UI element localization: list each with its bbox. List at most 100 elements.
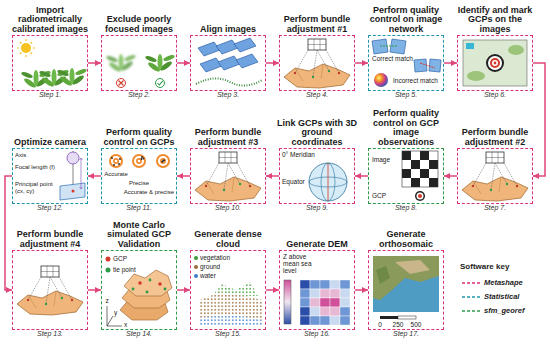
- step-title: Generate DEM: [275, 240, 359, 249]
- gcp-image-grid: [402, 151, 438, 187]
- gcp-target-photo: [463, 40, 527, 86]
- annotation-label: ground: [200, 263, 220, 270]
- legend-entry: Statistical: [484, 293, 519, 301]
- flow-arrow: [177, 289, 190, 291]
- dem-cell: [310, 307, 320, 316]
- monte-carlo-terrain: [124, 270, 172, 296]
- step-box: Perform bundle adjustment #2Step 7.: [457, 148, 533, 204]
- focus-filter: [145, 54, 176, 73]
- step-box: Exclude poorly focused imagesStep 2.: [101, 35, 177, 91]
- image-network: [414, 59, 427, 72]
- bundle-adjustment: [195, 152, 261, 201]
- step-number: Step 1.: [39, 91, 61, 99]
- dem-cell: [300, 316, 310, 325]
- accuracy-targets: [109, 154, 123, 168]
- gcp-target-photo: [488, 56, 502, 70]
- focus-filter: [106, 54, 137, 73]
- gcp-target-photo: [508, 45, 524, 55]
- flow-arrow: [88, 289, 101, 291]
- annotation-label: z: [105, 297, 108, 304]
- step-number: Step 3.: [217, 91, 239, 99]
- accuracy-targets: [141, 156, 143, 158]
- annotation-label: Focal length (f): [15, 164, 57, 171]
- step-box: Perform bundle adjustment #1Step 4.: [279, 35, 355, 91]
- gcp-image-grid: [402, 151, 438, 201]
- step-title: Align images: [186, 25, 270, 34]
- step-number: Step 10.: [215, 204, 241, 212]
- flow-arrow: [177, 62, 190, 64]
- monte-carlo-terrain: [164, 288, 167, 291]
- step-title: Perform bundle adjustment #3: [186, 128, 270, 147]
- step-number: Step 5.: [395, 91, 417, 99]
- orthomosaic-map: [376, 266, 390, 284]
- orthomosaic-map: [373, 256, 439, 300]
- aligned-images: [236, 54, 258, 68]
- dem-cell: [320, 298, 330, 307]
- step-number: Step 6.: [484, 91, 506, 99]
- dense-cloud: [194, 265, 198, 269]
- annotation-label: tie point: [113, 266, 136, 273]
- annotation-label: x: [124, 321, 127, 328]
- flow-arrow: [88, 62, 101, 64]
- annotation-label: Incorrect match: [393, 77, 438, 84]
- accuracy-targets: [141, 158, 143, 160]
- image-network: [372, 39, 441, 87]
- sun-and-plants: [21, 43, 31, 53]
- annotation-label: GCP: [113, 255, 127, 262]
- dem-cell: [300, 280, 310, 289]
- step-number: Step 2.: [128, 91, 150, 99]
- aligned-images: [234, 38, 256, 52]
- dem-cell: [340, 298, 350, 307]
- dem-cell: [330, 316, 340, 325]
- step-title: Optimize camera: [8, 138, 92, 147]
- dem: [300, 280, 350, 325]
- focus-filter: [119, 81, 124, 86]
- step-box: Align imagesStep 3.: [190, 35, 266, 91]
- monte-carlo-terrain: [138, 281, 142, 285]
- aligned-images: [196, 78, 262, 85]
- legend-samples: [462, 282, 480, 284]
- sun-and-plants: [17, 39, 35, 57]
- aligned-images: [196, 38, 262, 86]
- sun-and-plants: [17, 39, 87, 89]
- bundle-adjustment: [17, 39, 528, 315]
- accuracy-targets: [113, 164, 115, 166]
- annotation-label: 250: [393, 321, 404, 328]
- flow-arrow: [444, 62, 457, 64]
- aligned-images: [216, 40, 238, 54]
- dense-cloud: [194, 274, 198, 278]
- dem-cell: [320, 289, 330, 298]
- monte-carlo-terrain: [106, 257, 111, 262]
- step-number: Step 7.: [484, 204, 506, 212]
- monte-carlo-terrain: [132, 288, 135, 291]
- annotation-label: Precise: [129, 180, 149, 187]
- flow-arrow: [177, 175, 190, 177]
- step-title: Perform bundle adjustment #1: [275, 15, 359, 34]
- aligned-images: [198, 42, 220, 56]
- step-box: Import radiometrically calibrated images…: [12, 35, 88, 91]
- annotation-label: Equator: [282, 178, 305, 185]
- annotation-label: Image: [372, 156, 390, 163]
- orthomosaic-map: [373, 256, 439, 319]
- flow-arrow: [355, 289, 368, 291]
- legend-samples: [462, 283, 480, 311]
- accuracy-targets: [163, 159, 165, 161]
- monte-carlo-terrain: [146, 291, 149, 294]
- step-title: Monte Carlo simulated GCP Validation: [97, 221, 181, 249]
- flow-arrow: [88, 175, 101, 177]
- dem-cell: [340, 316, 350, 325]
- dense-cloud: [200, 292, 262, 320]
- dem-cell: [320, 316, 330, 325]
- accuracy-targets: [119, 158, 121, 160]
- image-network: [429, 59, 441, 72]
- step-box: Perform bundle adjustment #4Step 13.: [12, 250, 88, 330]
- step-title: Generate orthosomaic: [364, 230, 448, 249]
- step-title: Import radiometrically calibrated images: [8, 6, 92, 34]
- monte-carlo-terrain: [106, 257, 173, 327]
- step-title: Perform bundle adjustment #2: [453, 128, 537, 147]
- accuracy-targets: [161, 161, 163, 163]
- step-box: Generate dense cloudStep 15.: [190, 250, 266, 330]
